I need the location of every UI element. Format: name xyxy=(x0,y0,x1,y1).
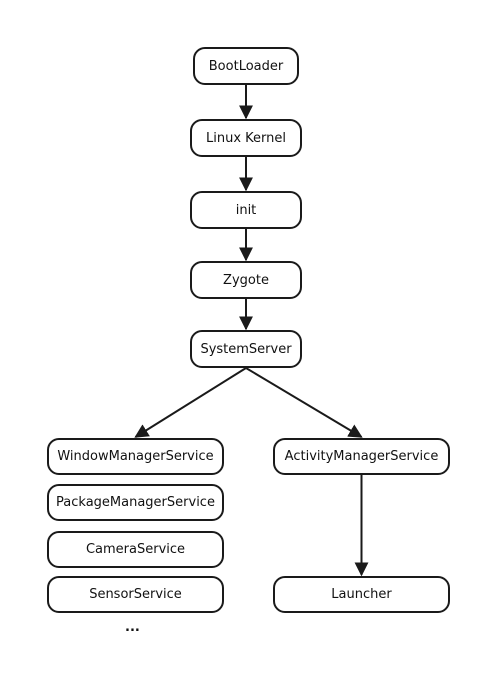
launcher-node: Launcher xyxy=(273,576,450,613)
init-node: init xyxy=(190,191,302,229)
activity-manager-service-node: ActivityManagerService xyxy=(273,438,450,475)
window-manager-service-node: WindowManagerService xyxy=(47,438,224,475)
bootloader-node: BootLoader xyxy=(193,47,299,85)
system-server-node: SystemServer xyxy=(190,330,302,368)
arrow-system_server-to-window_manager_service xyxy=(134,367,247,438)
linux-kernel-node: Linux Kernel xyxy=(190,119,302,157)
zygote-node: Zygote xyxy=(190,261,302,299)
more-services-ellipsis: ... xyxy=(125,620,140,635)
sensor-service-node: SensorService xyxy=(47,576,224,613)
arrow-system_server-to-activity_manager_service xyxy=(245,367,363,438)
package-manager-service-node: PackageManagerService xyxy=(47,484,224,521)
camera-service-node: CameraService xyxy=(47,531,224,568)
